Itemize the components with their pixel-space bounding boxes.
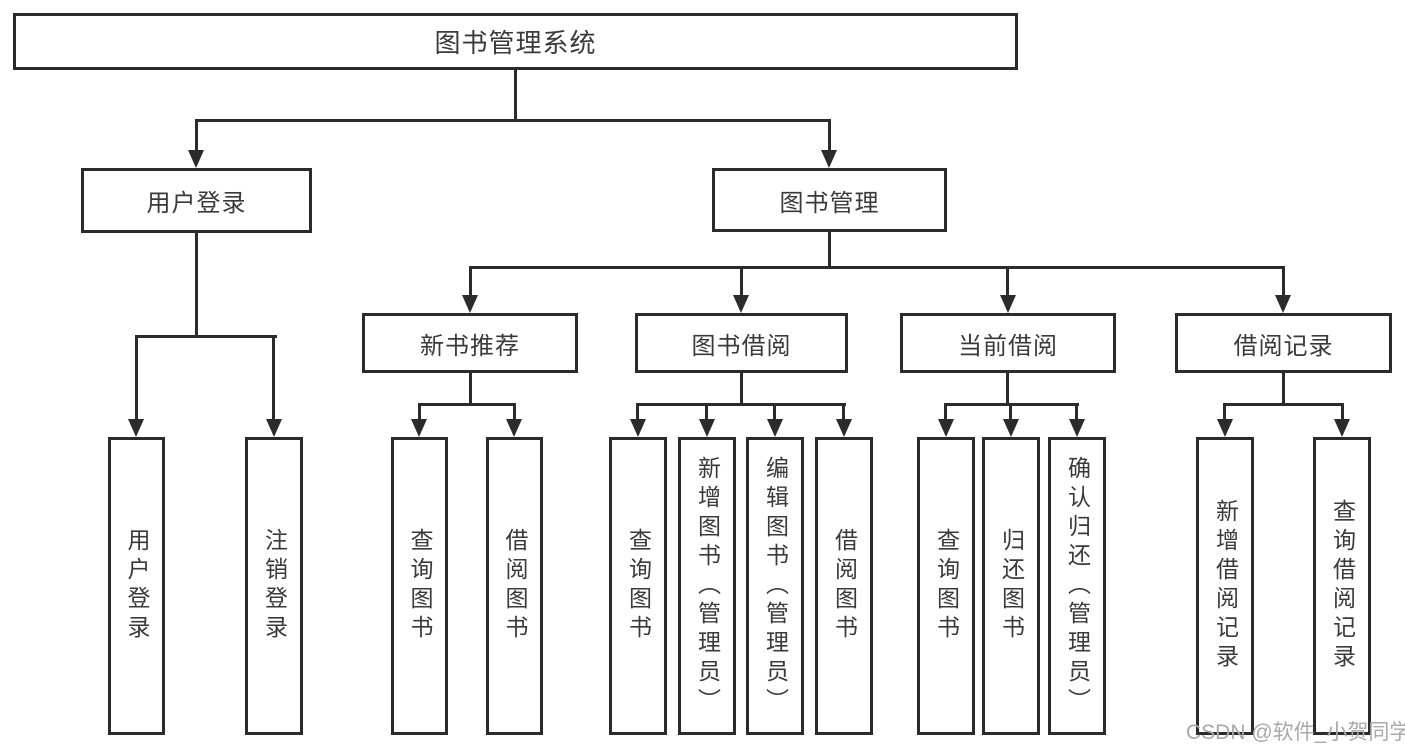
- leaf-label: 借阅图书: [502, 528, 528, 644]
- leaf-label: 归还图书: [998, 528, 1025, 644]
- arrow-down-icon: [1000, 295, 1016, 313]
- leaf-borrow-query-books: 查询图书: [609, 437, 667, 735]
- connector-new-book-hbar: [418, 403, 516, 406]
- leaf-record-add-record: 新增借阅记录: [1196, 437, 1254, 735]
- leaf-label: 确认归还（管理员）: [1064, 455, 1091, 717]
- connector-drop-leaf: [944, 403, 947, 421]
- connector-drop-book-borrow: [740, 266, 743, 297]
- leaf-borrow-borrow-books: 借阅图书: [815, 437, 873, 735]
- connector-current-borrow-stem: [1006, 373, 1009, 406]
- arrow-down-icon: [1003, 419, 1019, 437]
- leaf-label: 查询借阅记录: [1329, 499, 1356, 673]
- leaf-current-query-books: 查询图书: [917, 437, 975, 735]
- leaf-newrec-query-books: 查询图书: [391, 437, 448, 735]
- connector-drop-leaf: [1009, 403, 1012, 421]
- arrow-down-icon: [821, 150, 837, 168]
- connector-drop-leaf: [705, 403, 708, 421]
- leaf-label: 注销登录: [261, 528, 288, 644]
- connector-user-login-stem: [195, 233, 198, 338]
- leaf-label: 用户登录: [124, 528, 150, 644]
- leaf-borrow-edit-books-admin: 编辑图书（管理员）: [746, 437, 804, 735]
- connector-book-borrow-hbar: [636, 403, 846, 406]
- connector-drop-leaf: [842, 403, 845, 421]
- arrow-down-icon: [411, 419, 427, 437]
- connector-drop-book-mgmt: [828, 119, 831, 153]
- node-user-login: 用户登录: [81, 168, 312, 233]
- connector-drop-leaf: [418, 403, 421, 421]
- leaf-record-query-record: 查询借阅记录: [1313, 437, 1371, 735]
- leaf-label: 新增借阅记录: [1212, 499, 1239, 673]
- leaf-label: 借阅图书: [831, 528, 858, 644]
- connector-drop-leaf: [1075, 403, 1078, 421]
- connector-drop-borrow-record: [1282, 266, 1285, 297]
- leaf-current-confirm-return-admin: 确认归还（管理员）: [1048, 437, 1106, 735]
- arrow-down-icon: [767, 419, 783, 437]
- connector-root-stem: [514, 69, 517, 122]
- node-book-management: 图书管理: [712, 168, 947, 232]
- arrow-down-icon: [506, 419, 522, 437]
- connector-drop-leaf: [513, 403, 516, 421]
- connector-new-book-stem: [469, 373, 472, 406]
- connector-drop-leaf: [773, 403, 776, 421]
- connector-drop-leaf: [1341, 403, 1344, 421]
- node-current-borrow: 当前借阅: [900, 313, 1116, 373]
- arrow-down-icon: [630, 419, 646, 437]
- arrow-down-icon: [836, 419, 852, 437]
- csdn-watermark: CSDN @软件_小贺同学: [1186, 721, 1405, 744]
- connector-borrow-record-stem: [1282, 373, 1285, 406]
- arrow-down-icon: [1217, 419, 1233, 437]
- arrow-down-icon: [733, 295, 749, 313]
- node-new-book-recommend: 新书推荐: [362, 313, 578, 373]
- arrow-down-icon: [188, 150, 204, 168]
- leaf-current-return-books: 归还图书: [982, 437, 1040, 735]
- connector-drop-leaf: [135, 335, 138, 421]
- arrow-down-icon: [462, 295, 478, 313]
- arrow-down-icon: [938, 419, 954, 437]
- leaf-label: 编辑图书（管理员）: [762, 455, 789, 717]
- connector-drop-leaf: [1223, 403, 1226, 421]
- leaf-borrow-add-books-admin: 新增图书（管理员）: [678, 437, 736, 735]
- leaf-logout: 注销登录: [245, 437, 303, 735]
- node-borrow-record: 借阅记录: [1175, 313, 1392, 373]
- arrow-down-icon: [266, 419, 282, 437]
- leaf-newrec-borrow-books: 借阅图书: [486, 437, 543, 735]
- node-root: 图书管理系统: [13, 13, 1018, 70]
- connector-root-hbar: [195, 119, 831, 122]
- connector-book-borrow-stem: [740, 373, 743, 406]
- connector-drop-leaf: [636, 403, 639, 421]
- connector-drop-current-borrow: [1006, 266, 1009, 297]
- connector-drop-leaf: [272, 335, 275, 421]
- arrow-down-icon: [1334, 419, 1350, 437]
- connector-user-login-hbar: [135, 335, 277, 338]
- arrow-down-icon: [699, 419, 715, 437]
- leaf-user-login: 用户登录: [108, 437, 165, 735]
- leaf-label: 新增图书（管理员）: [694, 455, 721, 717]
- node-book-borrow: 图书借阅: [635, 313, 848, 373]
- leaf-label: 查询图书: [933, 528, 960, 644]
- arrow-down-icon: [128, 419, 144, 437]
- leaf-label: 查询图书: [407, 528, 433, 644]
- leaf-label: 查询图书: [625, 528, 652, 644]
- connector-book-mgmt-stem: [828, 232, 831, 269]
- connector-book-mgmt-hbar: [469, 266, 1285, 269]
- connector-drop-user-login: [195, 119, 198, 153]
- arrow-down-icon: [1069, 419, 1085, 437]
- connector-borrow-record-hbar: [1223, 403, 1344, 406]
- connector-drop-new-book: [469, 266, 472, 297]
- arrow-down-icon: [1275, 295, 1291, 313]
